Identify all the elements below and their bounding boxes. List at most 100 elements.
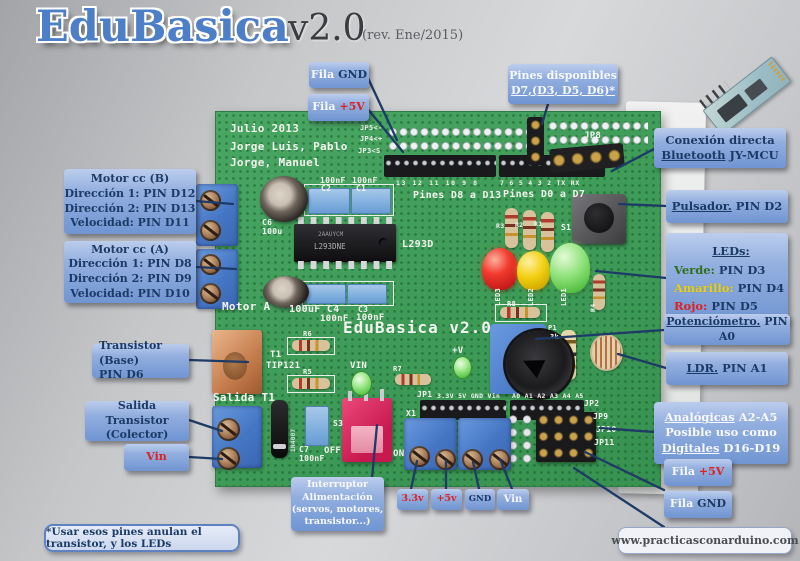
silk-power-row: 3.3V 5V GND Vin bbox=[437, 392, 501, 400]
ic-dot bbox=[379, 238, 388, 247]
callout-transistor-base: Transistor (Base) PIN D6 bbox=[92, 339, 189, 381]
silk-c3-value: 100nF bbox=[320, 314, 349, 324]
callout-fila-5v-top: Fila +5V bbox=[308, 94, 369, 121]
analog-socket-block bbox=[536, 412, 596, 462]
silk-jp4: JP4<+ bbox=[360, 135, 383, 143]
motor-b-screw-1 bbox=[200, 190, 221, 211]
vin-indicator-led bbox=[351, 371, 372, 396]
silk-jp1: JP1 bbox=[417, 390, 433, 399]
transistor-base-line1: Transistor (Base) bbox=[99, 339, 163, 367]
leds-line-verde: Verde: PIN D3 bbox=[674, 261, 765, 279]
resistor-r1 bbox=[541, 212, 554, 252]
callout-ldr: LDR. PIN A1 bbox=[666, 352, 788, 385]
callout-pin-5v: +5v bbox=[431, 489, 462, 510]
pin-gnd-label: GND bbox=[468, 493, 492, 504]
resistor-r5 bbox=[292, 378, 330, 389]
resistor-r3 bbox=[505, 208, 518, 248]
jp1-pin-strip bbox=[420, 400, 506, 420]
plusv-indicator-led bbox=[453, 356, 472, 379]
vin-left-text: Vin bbox=[146, 450, 167, 464]
transistor-base-line2: PIN D6 bbox=[99, 368, 144, 382]
resistor-r8 bbox=[500, 307, 540, 318]
capacitor-c3b bbox=[347, 284, 387, 304]
motor-a-screw-1 bbox=[200, 254, 221, 275]
website-box: www.practicasconarduino.com bbox=[611, 527, 799, 554]
pin-5v-label: +5v bbox=[436, 493, 457, 505]
leds-heading: LEDs: bbox=[712, 244, 750, 259]
silk-led2: LED2 bbox=[527, 287, 535, 306]
silk-c3: C3 bbox=[358, 305, 369, 314]
silk-tip121: TIP121 bbox=[266, 361, 301, 371]
silk-vin-led: VIN bbox=[350, 361, 368, 371]
fila-5v-top-value: +5V bbox=[339, 100, 365, 114]
analogicas-line2: Posible uso como bbox=[665, 425, 777, 440]
pin-vin-label: Vin bbox=[503, 493, 523, 505]
silk-r4: R4 bbox=[589, 303, 597, 312]
motor-b-dir2: Dirección 2: PIN D13 bbox=[64, 201, 196, 215]
silk-brand: EduBasica v2.0 bbox=[343, 318, 492, 337]
silk-x1: X1 bbox=[406, 409, 417, 418]
page-title-version: v2.0 bbox=[288, 8, 366, 49]
interruptor-line3: (servos, motores, bbox=[291, 504, 384, 515]
silk-authors1: Jorge Luis, Pablo bbox=[230, 140, 348, 153]
resistor-r2 bbox=[523, 210, 536, 250]
capacitor-c6 bbox=[260, 176, 308, 222]
silk-s1: S1 bbox=[561, 223, 572, 232]
r8-outline bbox=[495, 304, 547, 322]
leds-amarillo-name: Amarillo: bbox=[674, 281, 734, 295]
callout-pin-gnd: GND bbox=[465, 489, 495, 510]
power-screw-vin bbox=[489, 449, 510, 470]
transistor-hole bbox=[223, 352, 247, 380]
led-yellow bbox=[517, 251, 550, 290]
silk-salida-t1: Salida T1 bbox=[213, 391, 276, 404]
motor-b-vel: Velocidad: PIN D11 bbox=[70, 216, 190, 230]
bluetooth-word: Bluetooth bbox=[661, 148, 726, 162]
footnote-box: *Usar esos pines anulan el transistor, y… bbox=[44, 524, 240, 552]
fila-5v-right-value: +5V bbox=[698, 465, 725, 479]
page-title-revision: (rev. Ene/2015) bbox=[362, 28, 464, 43]
page-title-brand: EduBasica bbox=[36, 2, 289, 52]
ldr-rest: PIN A1 bbox=[718, 360, 768, 375]
pulsador-rest: PIN D2 bbox=[731, 198, 783, 213]
silk-r3: R3 bbox=[496, 222, 505, 230]
switch-slider bbox=[351, 426, 383, 453]
interruptor-line1: Interruptor bbox=[306, 479, 369, 491]
footnote-text: *Usar esos pines anulan el transistor, y… bbox=[46, 526, 202, 550]
silk-analog-row: A0 A1 A2 A3 A4 A5 bbox=[512, 392, 584, 400]
potenciometro-word: Potenciómetro. bbox=[666, 314, 761, 328]
r5-outline bbox=[287, 375, 335, 393]
leds-verde-pin: PIN D3 bbox=[714, 262, 766, 277]
leds-verde-name: Verde: bbox=[674, 262, 715, 277]
ic-legs-top bbox=[298, 217, 394, 225]
silk-diode: 1N4007 bbox=[290, 428, 297, 452]
motor-a-screw-2 bbox=[200, 283, 221, 304]
gnd-5v-hole-rows-left bbox=[388, 125, 530, 154]
bluetooth-rest: JY-MCU bbox=[725, 148, 779, 162]
bluetooth-castellations bbox=[767, 61, 787, 84]
interruptor-line4: transistor...) bbox=[304, 516, 371, 528]
salida-line1: Salida Transistor bbox=[105, 399, 169, 427]
analogicas-rest1: A2-A5 bbox=[734, 410, 778, 425]
motor-a-vel: Velocidad: PIN D10 bbox=[70, 286, 190, 300]
silk-c4b-value: 100nF bbox=[356, 313, 385, 323]
callout-salida-transistor: Salida Transistor (Colector) bbox=[85, 399, 189, 442]
silk-on: ON bbox=[393, 449, 405, 459]
silk-r1: R1 bbox=[534, 220, 543, 228]
silk-pines-d8: Pines D8 a D13 bbox=[413, 190, 502, 201]
capacitor-c7 bbox=[305, 406, 329, 446]
switch-pin-1 bbox=[348, 391, 352, 401]
salida-line2: (Colector) bbox=[105, 428, 169, 442]
pulsador-word: Pulsador. bbox=[671, 198, 732, 213]
silk-jp9: JP9 bbox=[593, 412, 609, 421]
motor-a-dir1: Dirección 1: PIN D8 bbox=[68, 257, 192, 271]
switch-pin-3 bbox=[380, 389, 384, 401]
callout-bluetooth: Conexión directa Bluetooth JY-MCU bbox=[654, 128, 786, 168]
motor-a-dir2: Dirección 2: PIN D9 bbox=[68, 272, 192, 285]
callout-vin-left: Vin bbox=[124, 444, 189, 471]
silk-authors2: Jorge, Manuel bbox=[230, 156, 320, 169]
silk-s3: S3 bbox=[333, 419, 344, 428]
callout-pin-33v: 3.3v bbox=[397, 489, 428, 510]
motor-a-title: Motor cc (A) bbox=[91, 242, 169, 256]
silk-c6-value: 100u bbox=[262, 227, 283, 236]
bluetooth-chip-2 bbox=[744, 78, 768, 101]
